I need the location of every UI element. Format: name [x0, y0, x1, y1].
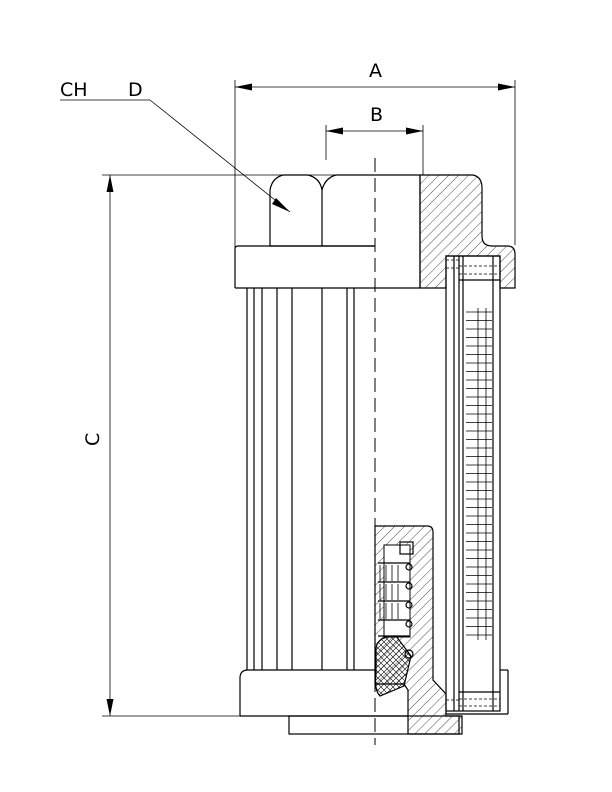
filter-element — [246, 288, 355, 670]
spring — [378, 541, 414, 637]
label-ch: CH — [60, 79, 88, 101]
label-a: A — [369, 60, 382, 82]
label-c: C — [82, 433, 104, 446]
dimension-b: B — [325, 104, 424, 175]
dimension-a: A — [234, 60, 516, 255]
tube-top-fill — [446, 259, 500, 281]
tube-scale — [466, 308, 492, 640]
bottom-section — [374, 525, 463, 735]
scale-ticks — [466, 311, 492, 636]
label-b: B — [370, 104, 383, 126]
leader-ch-d: CH D — [60, 79, 291, 213]
head-section — [419, 174, 516, 289]
head-body — [234, 174, 421, 289]
indicator-tube — [445, 255, 509, 715]
dimension-c: C — [82, 174, 420, 717]
hex-nut — [269, 174, 375, 247]
tube-bottom-fill — [446, 691, 500, 707]
label-d: D — [128, 79, 143, 101]
